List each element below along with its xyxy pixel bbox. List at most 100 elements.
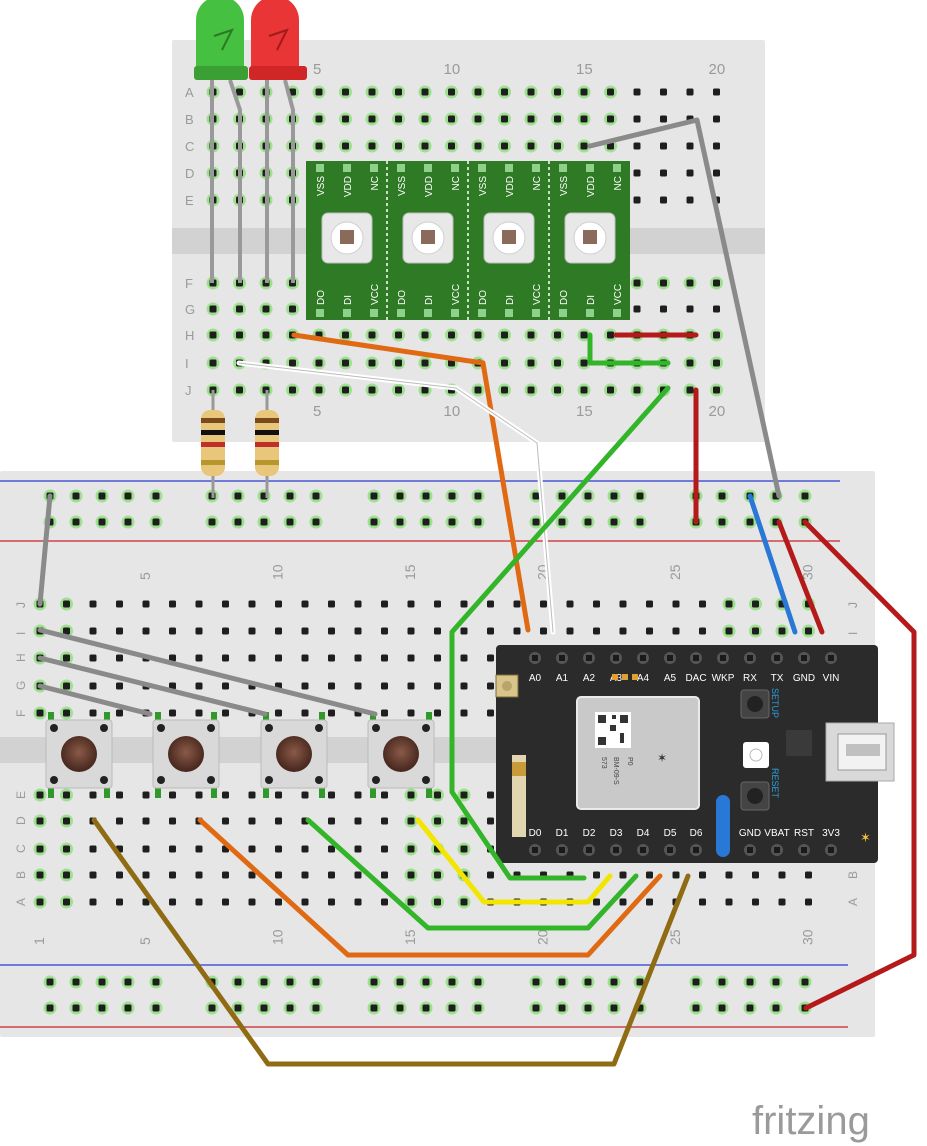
top-row-letter: J xyxy=(185,383,192,398)
main-column-number: 25 xyxy=(667,929,683,945)
board-bottom-pin-label: D4 xyxy=(637,828,650,839)
led-pin-label: VCC xyxy=(370,284,381,305)
top-column-number: 10 xyxy=(444,61,461,78)
main-column-number: 5 xyxy=(137,937,153,945)
board-top-pin-label: GND xyxy=(793,673,815,684)
main-row-letter: A xyxy=(14,898,28,906)
gray-wire-btn-3 xyxy=(37,683,153,717)
led-pin-label: VDD xyxy=(424,176,435,197)
led-pin-label: VSS xyxy=(559,176,570,196)
board-bottom-pin-label: D1 xyxy=(556,828,569,839)
main-row-letter: E xyxy=(14,791,28,799)
led-pin-label: DI xyxy=(505,295,516,305)
blue-wire-tx xyxy=(747,493,798,635)
board-bottom-pin-label: D5 xyxy=(664,828,677,839)
main-row-letter: B xyxy=(846,871,860,879)
board-bottom-pin-label: D0 xyxy=(529,828,542,839)
module-text-3: 573 xyxy=(600,757,607,769)
top-column-number: 10 xyxy=(444,403,461,420)
led-pin-label: DI xyxy=(343,295,354,305)
setup-label: SETUP xyxy=(770,688,780,718)
led-pin-label: DO xyxy=(559,290,570,305)
gray-wire-btn-2 xyxy=(37,655,268,717)
led-pin-label: DO xyxy=(316,290,327,305)
svg-text:✶: ✶ xyxy=(657,751,667,765)
main-column-number: 10 xyxy=(270,929,286,945)
main-breadboard: JJIIHHGGFFEEDDCCBBAA 1551010151520202525… xyxy=(0,471,875,1037)
board-bottom-pin-label: D2 xyxy=(583,828,596,839)
main-column-number: 10 xyxy=(270,564,286,580)
resistor-1 xyxy=(201,390,225,498)
top-row-letter: B xyxy=(185,112,194,127)
led-pin-label: VDD xyxy=(586,176,597,197)
led-pin-label: DO xyxy=(397,290,408,305)
red-wire-vin xyxy=(802,519,917,1011)
board-bottom-pin-label: D6 xyxy=(690,828,703,839)
led-pin-label: VCC xyxy=(451,284,462,305)
orange-wire-bottom xyxy=(197,817,663,958)
board-top-pin-label: RX xyxy=(743,673,757,684)
main-row-letter: B xyxy=(14,871,28,879)
board-bottom-pin-label: RST xyxy=(794,828,814,839)
brown-wire-bottom xyxy=(91,817,691,1067)
led-pin-label: VSS xyxy=(478,176,489,196)
main-row-letter: J xyxy=(14,602,28,608)
push-button[interactable] xyxy=(260,712,328,798)
led-pin-label: VDD xyxy=(343,176,354,197)
main-column-number: 20 xyxy=(535,929,551,945)
blue-jumper-d7 xyxy=(716,795,730,857)
reset-label: RESET xyxy=(770,768,780,799)
board-top-pin-label: TX xyxy=(771,673,784,684)
board-top-pin-label: A1 xyxy=(556,673,569,684)
main-row-letter: I xyxy=(846,632,860,635)
led-pin-label: DI xyxy=(424,295,435,305)
top-column-number: 5 xyxy=(313,403,321,420)
push-button[interactable] xyxy=(45,712,113,798)
particle-photon-board: A0A1A2A3A4A5DACWKPRXTXGNDVIND0D1D2D3D4D5… xyxy=(495,645,895,863)
module-text-2: BM-09-S xyxy=(612,757,619,785)
top-row-letter: G xyxy=(185,302,195,317)
led-pin-label: VSS xyxy=(316,176,327,196)
led-pin-label: NC xyxy=(613,176,624,190)
orange-wire-led-data xyxy=(291,332,531,633)
top-row-letter: H xyxy=(185,328,194,343)
gray-wire-rail xyxy=(37,493,53,607)
top-row-letter: E xyxy=(185,193,194,208)
main-row-letter: I xyxy=(14,632,28,635)
wires xyxy=(37,117,917,1067)
push-button[interactable] xyxy=(367,712,435,798)
top-row-letter: I xyxy=(185,356,189,371)
main-column-number: 30 xyxy=(800,929,816,945)
top-column-number: 20 xyxy=(709,61,726,78)
led-pin-label: VDD xyxy=(505,176,516,197)
top-row-letter: C xyxy=(185,139,194,154)
top-column-number: 15 xyxy=(576,403,593,420)
board-bottom-pin-label: D3 xyxy=(610,828,623,839)
main-column-number: 25 xyxy=(667,564,683,580)
board-top-pin-label: A5 xyxy=(664,673,677,684)
power-rail-holes xyxy=(43,489,812,1015)
board-top-pin-label: WKP xyxy=(712,673,735,684)
main-row-letter: D xyxy=(14,816,28,825)
led-pin-label: DI xyxy=(586,295,597,305)
led-pin-label: VSS xyxy=(397,176,408,196)
main-column-number: 30 xyxy=(800,564,816,580)
resistor-2 xyxy=(255,390,279,498)
main-row-letter: F xyxy=(14,710,28,717)
push-button[interactable] xyxy=(152,712,220,798)
main-column-number: 15 xyxy=(402,564,418,580)
led-pin-label: VCC xyxy=(613,284,624,305)
led-pin-label: NC xyxy=(451,176,462,190)
module-text-1: P0 xyxy=(626,757,633,766)
board-top-pin-label: A2 xyxy=(583,673,596,684)
green-wire-top xyxy=(587,332,671,366)
main-column-number: 5 xyxy=(137,572,153,580)
main-row-letter: C xyxy=(14,844,28,853)
top-row-letter: A xyxy=(185,85,194,100)
gray-wire-btn-1 xyxy=(37,627,378,717)
top-column-number: 5 xyxy=(313,61,321,78)
top-row-letter: D xyxy=(185,166,194,181)
